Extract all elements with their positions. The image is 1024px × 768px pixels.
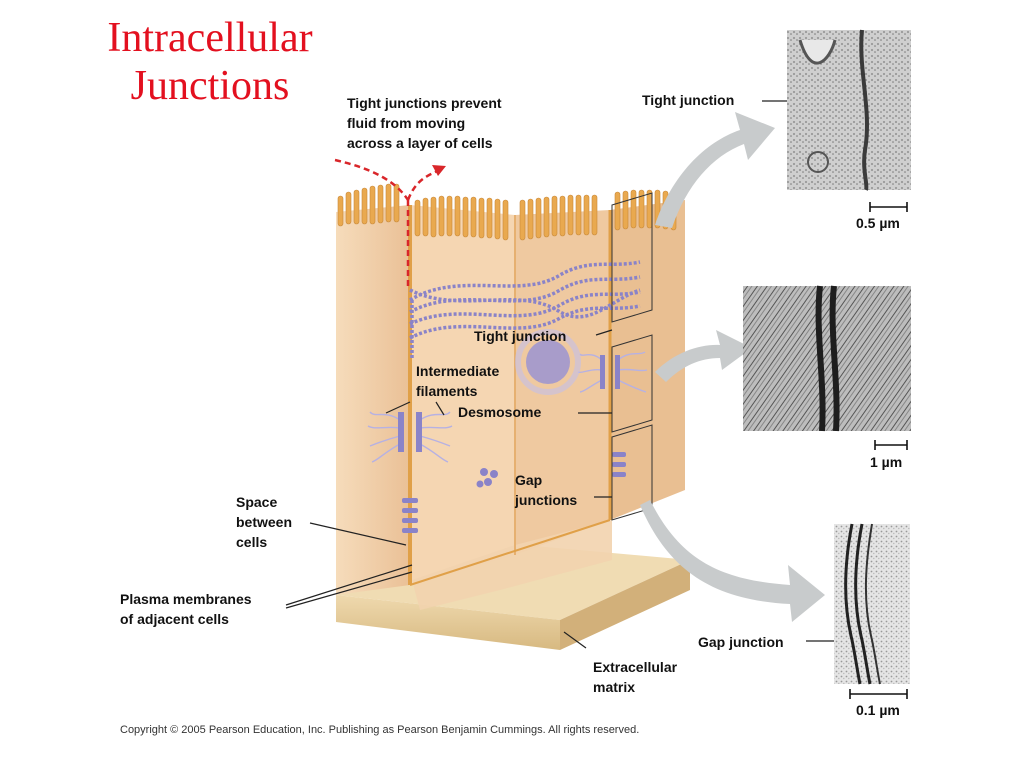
gap-junction-cluster — [476, 468, 498, 488]
scale-bars — [849, 202, 908, 699]
gap-junction-channels — [402, 452, 626, 533]
slide-title: Intracellular Junctions — [80, 14, 340, 110]
scale-label-mid: 1 µm — [870, 454, 903, 470]
scale-label-bottom: 0.1 µm — [856, 702, 900, 718]
label-plasma-membranes: Plasma membranes of adjacent cells — [120, 591, 252, 627]
label-desmosome: Desmosome — [458, 404, 542, 420]
copyright-notice: Copyright © 2005 Pearson Education, Inc.… — [120, 724, 640, 736]
micrograph-arrows — [640, 112, 825, 622]
filament-cluster — [515, 329, 581, 395]
label-intermediate-filaments: Intermediate filaments — [416, 363, 500, 399]
tight-junction-strands — [409, 260, 641, 360]
fluid-arrowhead — [432, 165, 446, 176]
label-gap-junction-micrograph: Gap junction — [698, 634, 784, 650]
label-extracellular-matrix: Extracellular matrix — [593, 659, 678, 695]
scale-label-top: 0.5 µm — [856, 215, 900, 231]
micrograph-gap-junction — [834, 523, 910, 685]
label-tight-junction-micrograph: Tight junction — [642, 92, 735, 108]
title-line-1: Intracellular — [107, 15, 313, 61]
label-space-between-cells: Space between cells — [236, 494, 293, 550]
micrograph-desmosome — [743, 285, 911, 432]
label-tight-junctions-prevent: Tight junctions prevent fluid from movin… — [347, 95, 502, 151]
desmosome-left — [367, 411, 453, 463]
label-gap-junctions: Gap junctions — [515, 472, 578, 508]
desmosome-right — [577, 351, 648, 393]
title-line-2: Junctions — [130, 63, 290, 109]
label-tight-junction: Tight junction — [474, 328, 567, 344]
micrograph-tight-junction — [787, 29, 911, 191]
